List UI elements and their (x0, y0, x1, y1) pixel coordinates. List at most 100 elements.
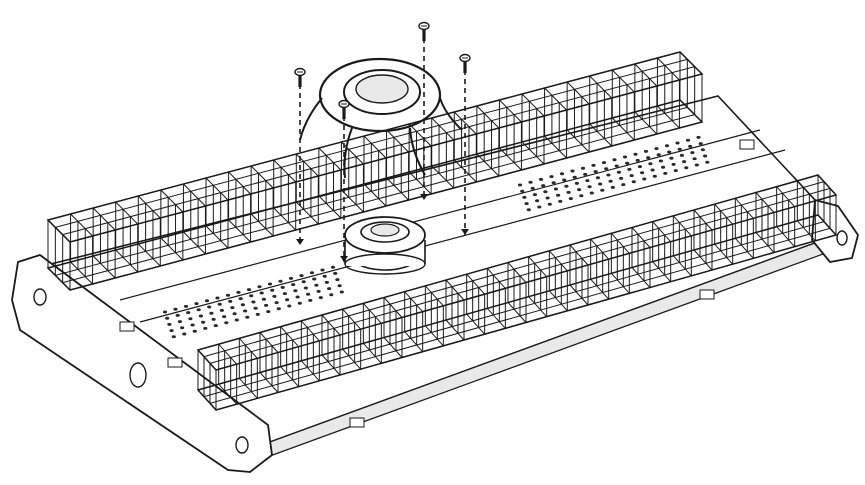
perforation-hole (631, 180, 636, 184)
perforation-hole (652, 174, 657, 178)
mount-hole (235, 436, 249, 454)
perforation-hole (541, 184, 546, 188)
clip-bracket (167, 357, 183, 368)
wire-cross-top (610, 232, 630, 254)
perforation-hole (314, 283, 319, 287)
rack-base (11, 95, 859, 473)
wire-cross-top (259, 332, 279, 353)
perforation-hole (192, 329, 197, 333)
perforation-hole (658, 159, 664, 163)
mount-hole (129, 362, 147, 388)
perforation-hole (291, 283, 296, 287)
perforation-hole (301, 280, 306, 284)
perforation-hole (285, 298, 290, 302)
perforation-hole (667, 150, 672, 154)
perforation-hole (276, 307, 281, 311)
basket-far-grid (46, 51, 704, 291)
perforation-hole (637, 165, 643, 169)
perforation-hole (532, 193, 538, 197)
perforation-hole (309, 271, 315, 275)
perforation-hole (568, 197, 573, 201)
wire-cross-top (205, 177, 229, 201)
perforation-hole (524, 202, 529, 206)
perforation-hole (538, 177, 544, 181)
insertion-arrow (420, 194, 428, 200)
perforation-hole (230, 306, 235, 310)
perforation-hole (167, 322, 172, 326)
perforation-hole (692, 157, 697, 161)
insertion-arrow (461, 229, 469, 235)
perforation-hole (614, 164, 619, 168)
wire-cross (362, 342, 382, 364)
perforation-hole (648, 162, 653, 166)
wire-cross-top (796, 180, 816, 202)
perforation-hole (537, 205, 542, 209)
wire-cross-top (218, 343, 238, 365)
perforation-hole (612, 158, 617, 162)
perforation-hole (601, 161, 607, 165)
basket-bottom-frame (46, 99, 704, 291)
perforation-hole (339, 290, 344, 294)
wire-cross-top (386, 129, 409, 153)
wire-cross-top (528, 256, 548, 278)
perforation-hole (522, 195, 527, 199)
wire-cross-top (589, 75, 613, 99)
wire-cross (218, 383, 238, 405)
wire-cross (363, 183, 387, 207)
perforation-hole (703, 154, 708, 158)
wire-cross (250, 213, 274, 237)
perforation-hole (517, 183, 523, 187)
perforation-hole (253, 306, 258, 310)
perforation-hole (295, 295, 300, 299)
perforation-hole (528, 180, 533, 184)
wire-cross-top (362, 302, 382, 324)
perforation-hole (299, 274, 304, 278)
perforation-hole (606, 173, 611, 177)
perforation-hole (259, 291, 264, 295)
perforation-hole (182, 332, 187, 336)
wire-cross (755, 232, 775, 253)
perforation-hole (570, 169, 575, 173)
perforation-patch-right (517, 135, 710, 212)
handle-leg (409, 127, 426, 176)
wire-cross (137, 243, 161, 267)
perforation-hole (619, 176, 624, 180)
perforation-hole (288, 276, 294, 280)
screw (459, 53, 471, 235)
wire-cross-top (383, 297, 403, 318)
wire-cross (115, 249, 139, 273)
perforation-hole (261, 297, 266, 301)
perforation-hole (327, 287, 332, 291)
perforation-hole (610, 185, 615, 189)
wire-cross (776, 226, 796, 248)
perforation-hole (246, 288, 252, 292)
handle-hub-hole (355, 74, 409, 104)
perforation-hole (543, 190, 548, 194)
perforation-hole (698, 142, 703, 146)
perforation-hole (591, 163, 596, 167)
perforation-hole (622, 155, 628, 159)
perforation-hole (278, 279, 283, 283)
perforation-hole (215, 296, 220, 300)
perforation-hole (201, 320, 206, 324)
perforation-hole (580, 166, 586, 170)
perforation-hole (169, 329, 174, 333)
wire-cross (693, 249, 713, 271)
perforation-hole (685, 138, 691, 142)
wire-cross (657, 105, 680, 129)
wire-cross-top (342, 308, 362, 330)
perforation-hole (224, 321, 229, 325)
perforation-hole (257, 285, 262, 289)
perforation-hole (225, 293, 231, 297)
wire-cross (544, 135, 567, 159)
mount-hole (33, 288, 47, 306)
screw (294, 67, 306, 245)
wire-cross (466, 313, 486, 335)
perforation-hole (675, 141, 680, 145)
wire-cross-top (92, 207, 116, 231)
perforation-hole (196, 308, 201, 312)
wire-cross-top (250, 165, 274, 189)
perforation-hole (574, 181, 580, 185)
wire-cross (342, 348, 362, 370)
perforation-hole (633, 152, 638, 156)
